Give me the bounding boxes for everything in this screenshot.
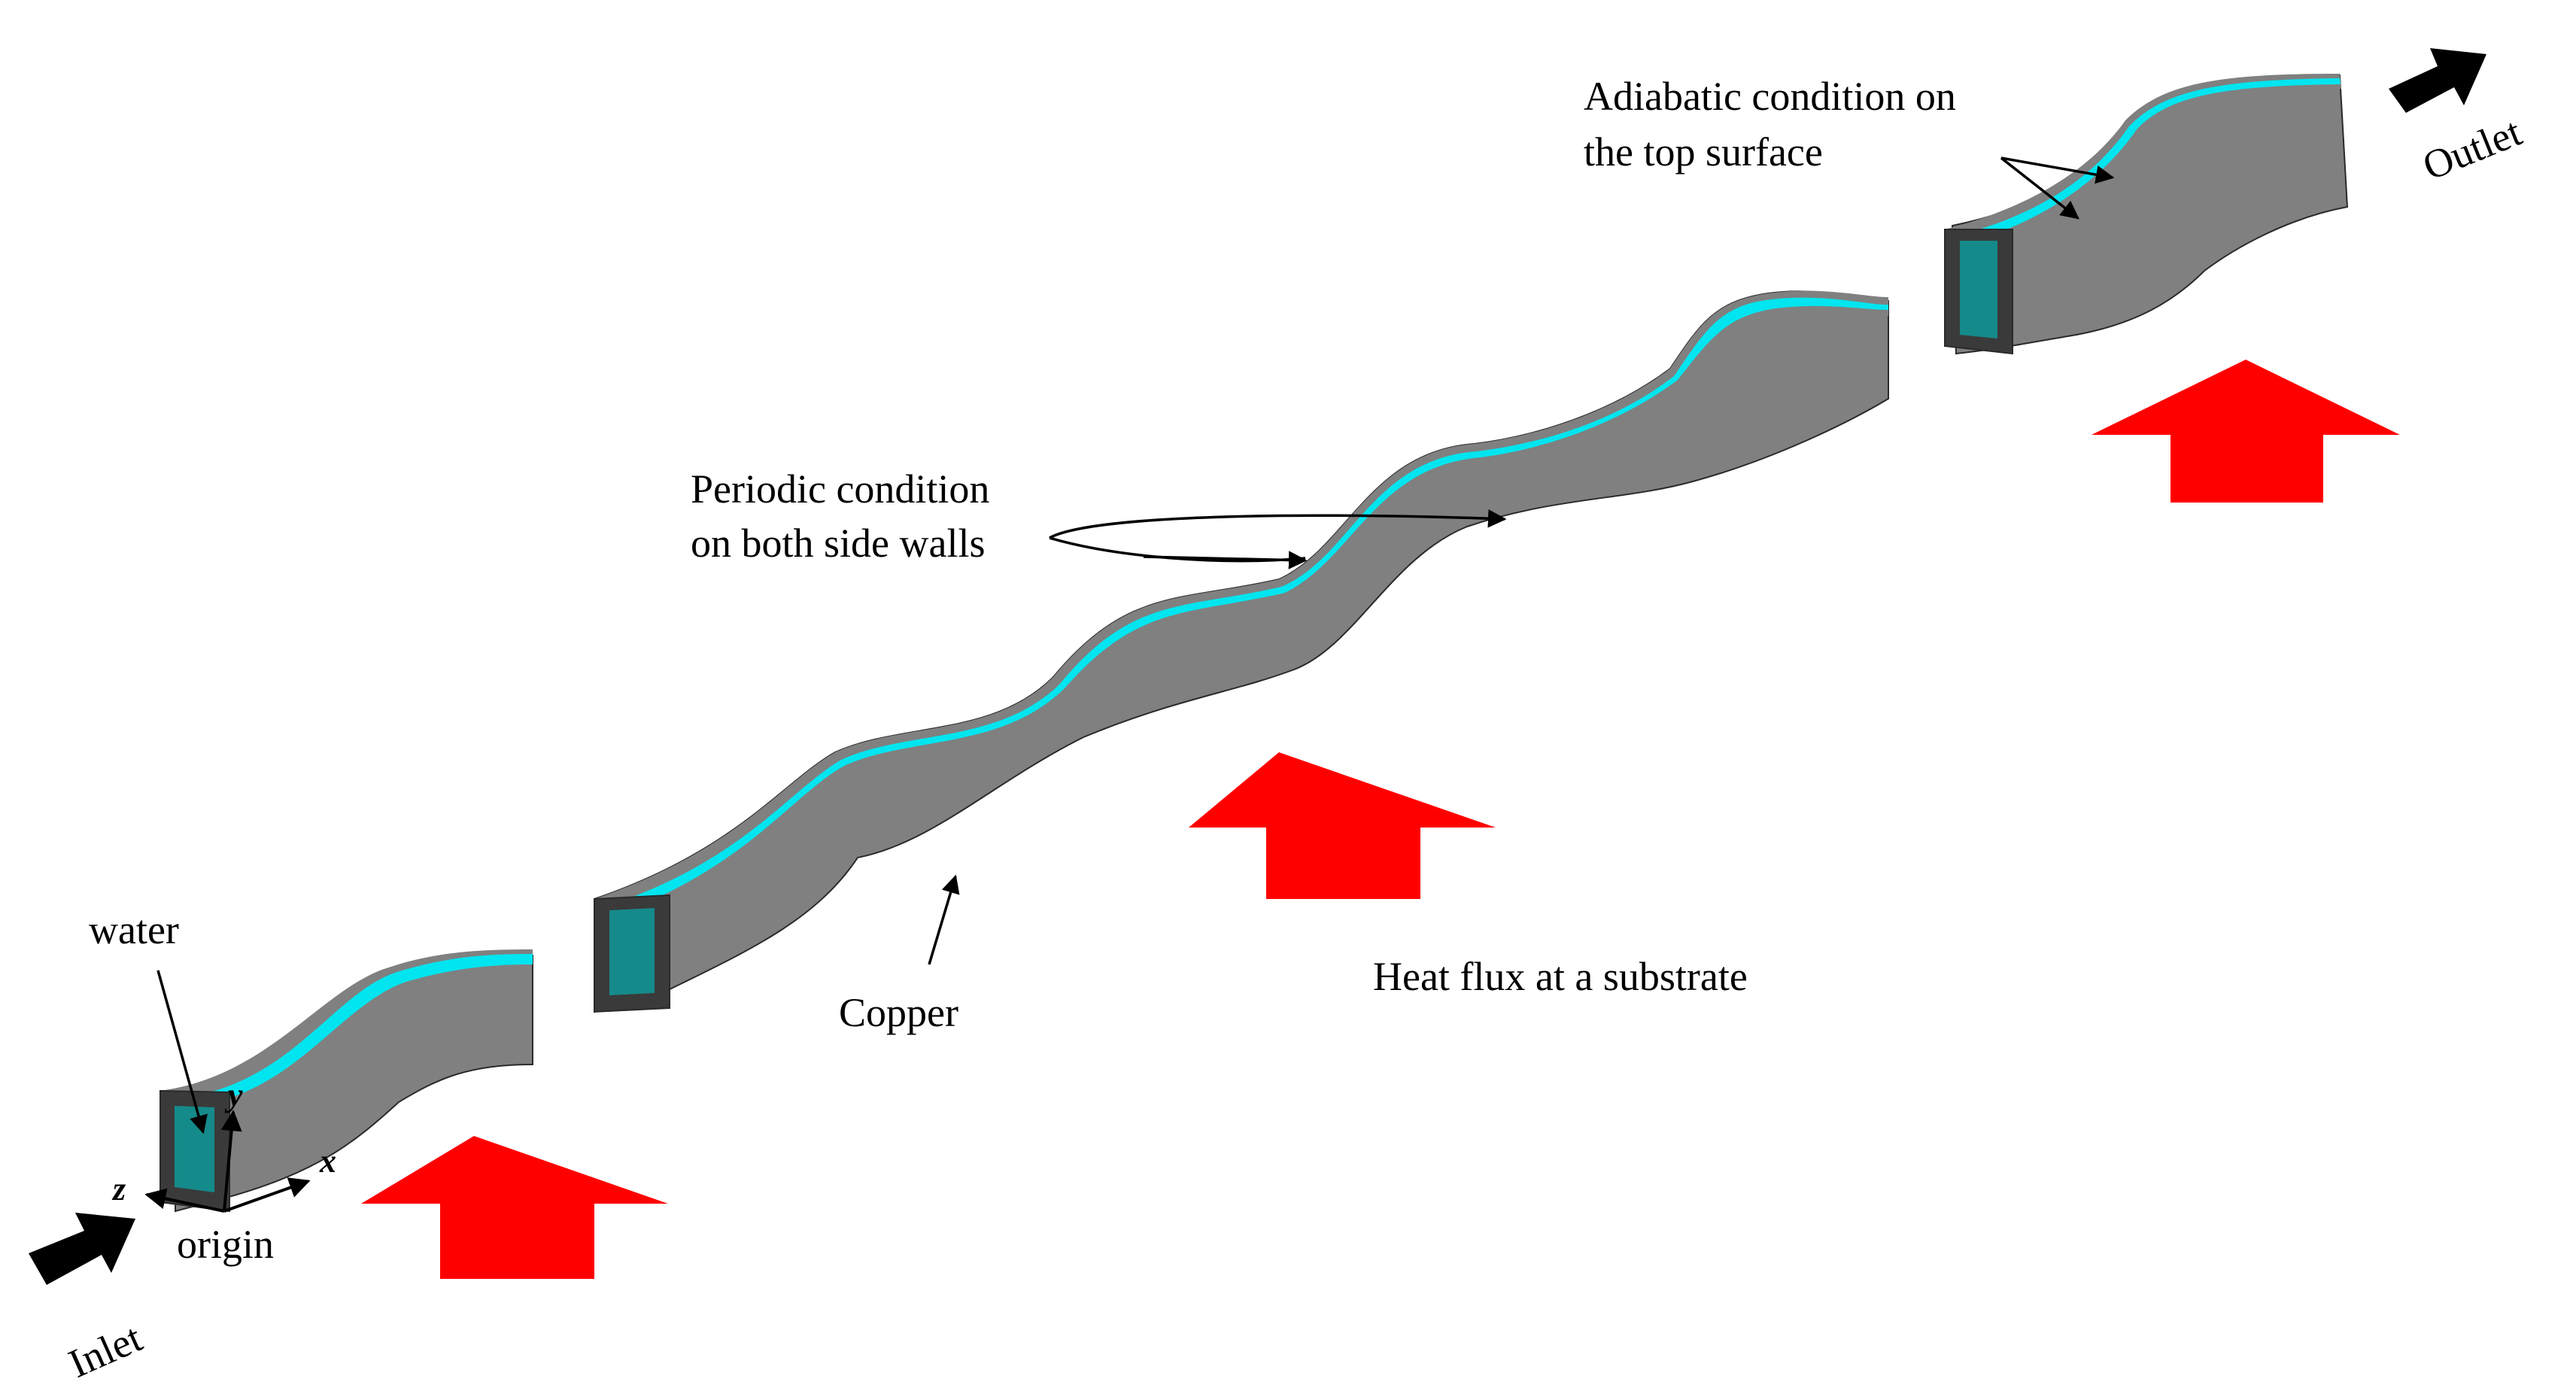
outlet-flow-arrow [2389,48,2486,113]
y-axis-label: y [224,1077,243,1113]
heat-flux-arrow-3 [2091,360,2400,503]
copper-label: Copper [839,990,958,1035]
water-label: water [89,907,179,952]
copper-top-surface [160,949,533,1110]
channel-segment-inlet [159,949,533,1213]
adiabatic-callout-line-b [2000,156,2079,220]
heat-flux-label: Heat flux at a substrate [1373,954,1748,999]
channel-segment-middle [594,290,1889,1013]
inlet-label: Inlet [62,1315,148,1386]
adiabatic-label-line2: the top surface [1584,129,1823,175]
z-axis-label: z [111,1171,126,1207]
inlet-flow-arrow [29,1213,135,1285]
water-cross-section [609,908,655,995]
copper-wall [594,290,1889,1013]
water-cross-section [175,1106,214,1192]
water-top-surface [188,954,533,1106]
origin-label: origin [177,1222,274,1267]
periodic-callout-arrow-a [1143,551,1308,569]
coordinate-axes: y x z [111,1077,336,1213]
copper-top-surface [1945,74,2341,239]
copper-top-surface [594,290,1888,918]
adiabatic-label-line1: Adiabatic condition on [1584,74,1956,119]
periodic-label-line1: Periodic condition [691,466,989,512]
y-axis-arrow [220,1110,242,1212]
heat-flux-arrow-1 [361,1136,668,1279]
copper-callout-line [928,874,960,965]
adiabatic-callout-line-a [2000,156,2115,184]
z-axis-arrow [144,1188,225,1213]
water-cross-section [1960,241,1997,339]
channel-segment-outlet [1944,74,2349,355]
water-callout-line [156,970,208,1134]
x-axis-label: x [319,1143,336,1180]
outlet-label: Outlet [2417,109,2528,189]
x-axis-arrow [223,1177,311,1213]
heat-flux-arrow-2 [1189,752,1496,899]
periodic-label-line2: on both side walls [691,521,985,566]
water-top-surface [1971,78,2341,239]
